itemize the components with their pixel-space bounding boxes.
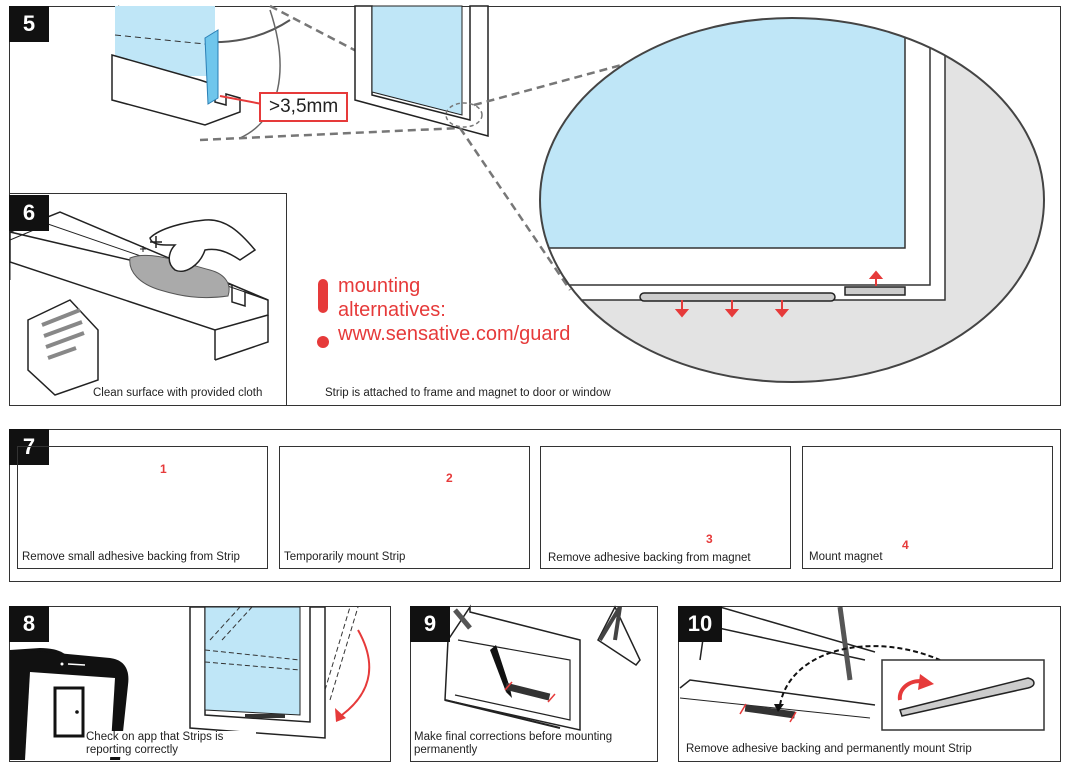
- zoom-detail: [540, 18, 1044, 382]
- step7-3-caption: Remove adhesive backing from magnet: [548, 552, 751, 565]
- step10-badge: 10: [678, 606, 722, 642]
- step7-2-box: [279, 446, 530, 569]
- step8-badge: 8: [9, 606, 49, 642]
- step9-panel: [410, 606, 658, 762]
- step5-caption: Strip is attached to frame and magnet to…: [325, 387, 611, 400]
- step8-panel: [9, 606, 391, 762]
- step9-caption: Make final corrections before mounting p…: [414, 731, 644, 757]
- step6-caption: Clean surface with provided cloth: [93, 387, 263, 400]
- magnet-shape: [844, 286, 906, 296]
- step7-2-num: 2: [446, 471, 453, 485]
- strip-shape: [639, 292, 836, 302]
- step6-badge: 6: [9, 195, 49, 231]
- mounting-line2: alternatives:: [338, 299, 446, 321]
- step9-badge: 9: [410, 606, 450, 642]
- strip-blue: [204, 29, 219, 105]
- measure-label: >3,5mm: [259, 92, 349, 122]
- step7-4-caption: Mount magnet: [809, 551, 883, 564]
- step7-4-box: [802, 446, 1053, 569]
- step9-illustration: [444, 604, 641, 731]
- step10-panel: [678, 606, 1061, 762]
- step7-3-box: [540, 446, 791, 569]
- step7-badge: 7: [9, 429, 49, 465]
- step7-4-num: 4: [902, 538, 909, 552]
- step6-illustration: [9, 211, 269, 396]
- step7-1-num: 1: [160, 462, 167, 476]
- step10-illustration: [679, 606, 1045, 731]
- step10-caption: Remove adhesive backing and permanently …: [686, 743, 972, 756]
- step7-1-caption: Remove small adhesive backing from Strip: [22, 551, 240, 564]
- mounting-link[interactable]: www.sensative.com/guard: [338, 323, 571, 345]
- mounting-line1: mounting: [338, 275, 421, 297]
- step8-caption: Check on app that Strips is reporting co…: [86, 731, 256, 757]
- step7-3-num: 3: [706, 532, 713, 546]
- step7-2-caption: Temporarily mount Strip: [284, 551, 406, 564]
- step7-1-box: [17, 446, 268, 569]
- step5-badge: 5: [9, 6, 49, 42]
- exclamation-icon: [318, 279, 328, 313]
